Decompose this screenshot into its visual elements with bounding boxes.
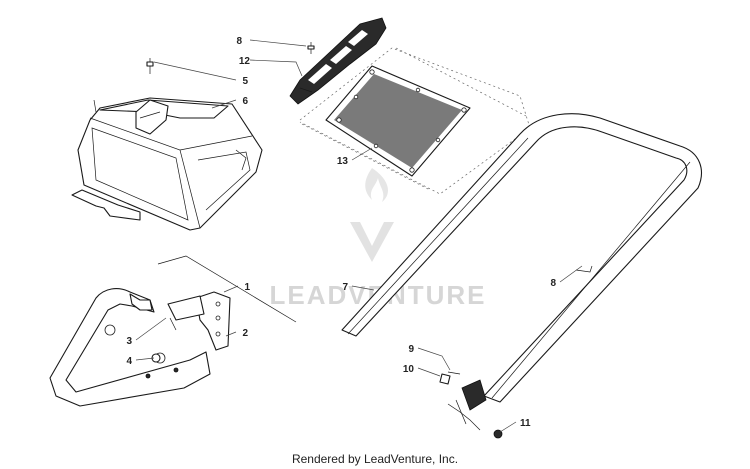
callout-8-top: 8 [236,36,242,47]
callout-7: 7 [342,282,348,293]
fastener-part-8-right [575,265,593,273]
handle-bar-part [341,113,702,403]
callout-10: 10 [403,364,415,375]
storage-box-part [71,97,263,231]
callout-9: 9 [408,344,414,355]
callout-11: 11 [520,418,531,429]
mat-plate-part [325,65,471,177]
lower-hardware-cluster [439,371,503,439]
watermark-flame-icon [365,168,388,202]
callout-5: 5 [242,76,248,87]
callout-2: 2 [242,328,248,339]
callout-12: 12 [239,56,251,67]
callout-8-right: 8 [550,278,556,289]
watermark-v-logo-icon [350,222,394,262]
bumper-bracket-part [167,291,231,351]
leader-lines [135,39,583,433]
deck-outline [299,47,531,195]
watermark: LEADVENTURE [269,168,485,310]
bolt-part-5 [146,58,154,74]
foot-pad-part [289,17,387,105]
callout-1: 1 [244,282,250,293]
callout-6: 6 [242,96,248,107]
fastener-part-8-top [307,42,315,54]
bumper-bar-part [49,255,297,407]
callout-13: 13 [337,156,349,167]
callout-3: 3 [126,336,132,347]
callout-4: 4 [126,356,132,367]
footer-credit: Rendered by LeadVenture, Inc. [291,452,459,466]
bolt-part-3 [169,317,177,331]
callout-labels: 8 12 5 6 13 1 7 8 2 3 4 9 10 11 [126,36,556,429]
